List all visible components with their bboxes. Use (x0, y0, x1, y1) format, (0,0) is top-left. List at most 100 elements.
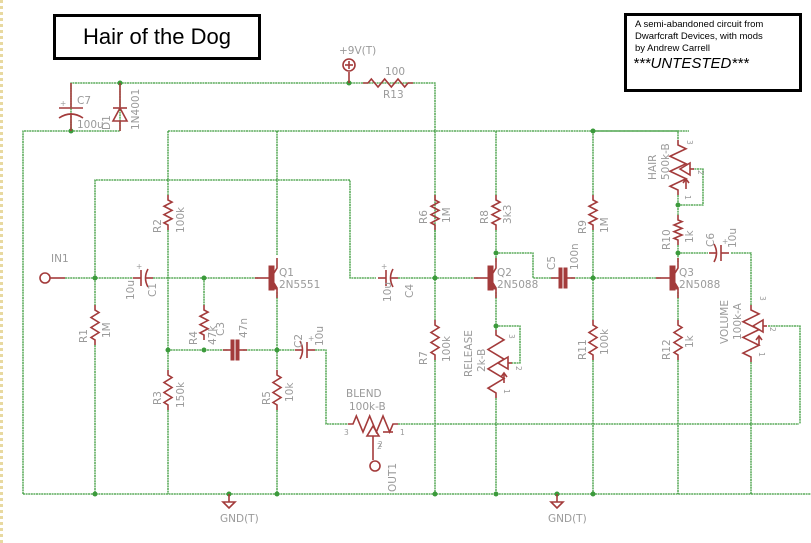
q3-ref: Q3 (679, 267, 694, 279)
junction (274, 347, 280, 353)
r7-value: 100k (441, 335, 453, 362)
labels: +9V(T) GND(T) GND(T) IN1 OUT1 2 R1 1M R2… (51, 45, 777, 525)
r2-value: 100k (175, 206, 187, 233)
ground-label: GND(T) (220, 513, 259, 525)
q1-value: 2N5551 (279, 279, 320, 291)
ground-icon (549, 501, 565, 510)
q3-value: 2N5088 (679, 279, 720, 291)
d1-ref: D1 (101, 115, 113, 130)
input-connector-icon (39, 272, 51, 284)
c1-ref: C1 (147, 283, 159, 297)
q3-symbol-emitter-arrow (670, 282, 679, 290)
junction (675, 250, 681, 256)
junction (92, 491, 98, 497)
junction (432, 491, 438, 497)
blend-pot-element (348, 413, 398, 435)
junction (274, 491, 280, 497)
wire-c6-vol (731, 252, 752, 305)
pin-label: 2 (768, 327, 777, 332)
c5-symbol-plate (558, 267, 563, 289)
q1-symbol-base-bar (268, 265, 275, 291)
schematic-drawing: +++++ +9V(T) GND(T) GND(T) IN1 OUT1 2 R1… (22, 45, 811, 525)
pin-label: 1 (400, 428, 405, 437)
junction (432, 275, 438, 281)
junction (493, 323, 499, 329)
r5-symbol (271, 370, 283, 410)
r7-ref: R7 (418, 351, 430, 365)
r8-ref: R8 (479, 210, 491, 224)
q2-symbol-collector (492, 258, 497, 274)
r11-symbol (587, 320, 599, 360)
note-line: Dwarfcraft Devices, with mods (635, 31, 763, 42)
volume-value: 100k-A (732, 302, 744, 340)
r6-ref: R6 (418, 210, 430, 224)
c6-symbol-curved-plate (713, 243, 718, 263)
r9-symbol (587, 195, 599, 230)
c1-value: 10u (125, 280, 137, 300)
r9-ref: R9 (577, 220, 589, 234)
release-pot-element (486, 330, 506, 398)
q2-value: 2N5088 (497, 279, 538, 291)
junction (590, 491, 596, 497)
pin-label: 3 (685, 140, 694, 145)
c2-symbol-curved-plate (299, 340, 304, 360)
d1-value: 1N4001 (130, 89, 142, 130)
q2-ref: Q2 (497, 267, 512, 279)
note-line: A semi-abandoned circuit from (635, 19, 764, 30)
junction (675, 202, 681, 208)
wire-hair-wiper (678, 168, 704, 206)
r4-ref: R4 (188, 331, 200, 345)
wire-c2-blend (315, 349, 348, 425)
r7-symbol (429, 320, 441, 360)
output-label: OUT1 (387, 463, 399, 492)
r12-symbol (672, 320, 684, 360)
release-ref: RELEASE (463, 330, 475, 377)
r1-value: 1M (101, 322, 113, 338)
c2-symbol-plus-sign: + (308, 334, 314, 343)
r6-symbol (429, 195, 441, 230)
r11-value: 100k (599, 328, 611, 355)
r10-symbol (671, 215, 685, 245)
r3-value: 150k (175, 381, 187, 408)
junction (165, 347, 171, 353)
hair-pot-adjust-arrow (682, 177, 690, 184)
r10-ref: R10 (661, 229, 673, 250)
q3-symbol-collector (674, 258, 679, 274)
wire-9v-rail (70, 82, 436, 240)
pin-label: 1 (683, 195, 692, 200)
schematic-title: Hair of the Dog (83, 24, 231, 49)
r13-symbol (363, 77, 413, 89)
r13-ref: R13 (383, 89, 404, 101)
volume-ref: VOLUME (719, 300, 731, 344)
q1-ref: Q1 (279, 267, 294, 279)
wire-release-wiper (496, 325, 521, 364)
output-connector-icon (369, 460, 381, 472)
pin-label: 2 (377, 442, 382, 451)
c2-ref: C2 (293, 334, 305, 348)
q3-symbol-base-bar (669, 265, 676, 291)
pin-label: 2 (378, 440, 383, 449)
wire-vol-wiper (768, 325, 801, 424)
c4-symbol-plus-sign: + (381, 262, 387, 271)
pin-label: 3 (507, 334, 516, 339)
r4-value: 47k (207, 325, 219, 345)
r1-symbol (89, 305, 101, 345)
c7-plus-sign: + (60, 99, 66, 108)
c3-ref: C3 (215, 322, 227, 336)
r5-ref: R5 (261, 391, 273, 405)
c3-value: 47n (238, 318, 250, 338)
ground-icon (221, 501, 237, 510)
pin-label: 2 (696, 170, 705, 175)
hair-value: 500k-B (660, 143, 672, 180)
junctions (68, 80, 681, 497)
junction (201, 347, 207, 353)
pin-label: 1 (757, 352, 766, 357)
wire-hair-top (593, 130, 679, 140)
r6-value: 1M (441, 207, 453, 223)
c3-symbol-plate (230, 339, 235, 361)
release-pot-adjust-arrow (500, 371, 508, 378)
junction (590, 128, 596, 134)
c6-value: 10u (727, 228, 739, 248)
r4-symbol (198, 305, 210, 340)
